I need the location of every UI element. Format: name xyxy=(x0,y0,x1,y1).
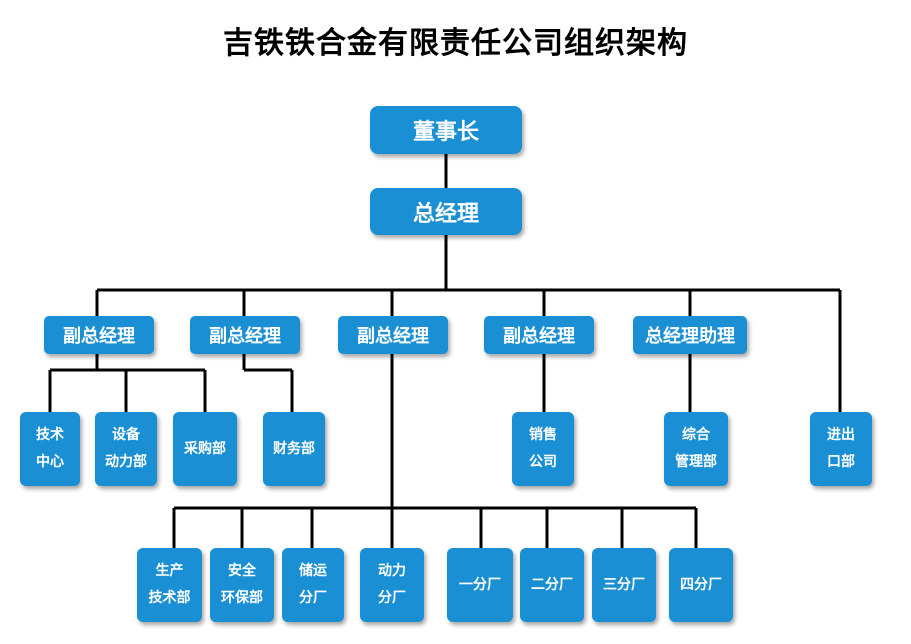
unit-safety-environment: 安全 环保部 xyxy=(210,548,274,622)
dept-sales-company: 销售 公司 xyxy=(512,412,574,486)
unit-plant-2: 二分厂 xyxy=(520,548,584,622)
unit-plant-1: 一分厂 xyxy=(447,548,513,622)
dept-admin-management: 综合 管理部 xyxy=(664,412,728,486)
unit-storage-transport: 储运 分厂 xyxy=(282,548,344,622)
deputy-gm-box-2: 副总经理 xyxy=(190,316,300,354)
dept-tech-center: 技术 中心 xyxy=(20,412,80,486)
deputy-gm-box-1: 副总经理 xyxy=(44,316,154,354)
chart-title: 吉铁铁合金有限责任公司组织架构 xyxy=(223,26,688,61)
unit-production-tech: 生产 技术部 xyxy=(137,548,202,622)
deputy-gm-box-3: 副总经理 xyxy=(338,316,448,354)
deputy-gm-box-4: 副总经理 xyxy=(484,316,594,354)
unit-power-plant: 动力 分厂 xyxy=(360,548,424,622)
dept-finance: 财务部 xyxy=(263,412,325,486)
unit-plant-3: 三分厂 xyxy=(592,548,656,622)
unit-plant-4: 四分厂 xyxy=(669,548,733,622)
gm-assistant-box: 总经理助理 xyxy=(633,316,747,354)
general-manager-box: 总经理 xyxy=(370,188,522,235)
dept-import-export: 进出 口部 xyxy=(810,412,872,486)
dept-equipment-power: 设备 动力部 xyxy=(95,412,157,486)
chairman-box: 董事长 xyxy=(370,106,522,154)
dept-purchasing: 采购部 xyxy=(173,412,237,486)
